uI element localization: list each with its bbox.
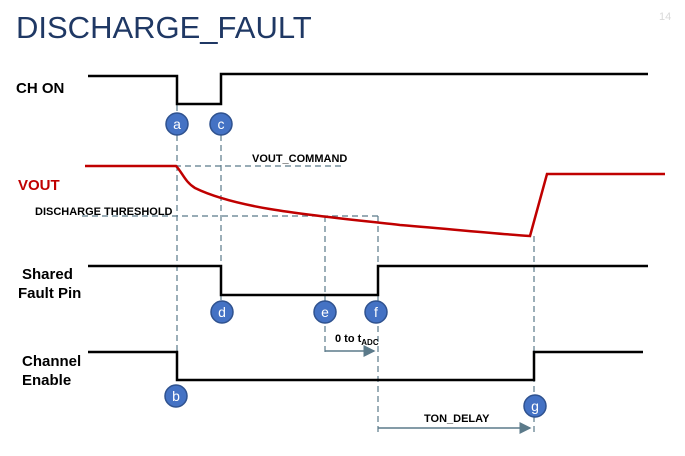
shared-fault-waveform (88, 264, 648, 297)
svg-text:d: d (218, 304, 226, 320)
page-title: DISCHARGE_FAULT (16, 10, 312, 45)
marker-e: e (313, 300, 337, 324)
ch-on-label: CH ON (16, 80, 64, 97)
discharge-threshold-label: DISCHARGE THRESHOLD (35, 206, 173, 218)
vout-command-label: VOUT_COMMAND (252, 153, 347, 165)
shared-fault-label-line2: Fault Pin (18, 285, 81, 302)
marker-b: b (164, 384, 188, 408)
channel-enable-waveform (88, 350, 643, 382)
svg-text:b: b (172, 388, 180, 404)
ton-delay-label: TON_DELAY (424, 413, 490, 425)
vout-label: VOUT (18, 177, 60, 194)
tadc-label: 0 to tADC (335, 333, 379, 347)
svg-text:a: a (173, 116, 181, 132)
tadc-label-sub: ADC (361, 338, 379, 347)
marker-a: a (165, 112, 189, 136)
marker-f: f (364, 300, 388, 324)
svg-text:c: c (218, 116, 225, 132)
svg-text:e: e (321, 304, 329, 320)
shared-fault-label-line1: Shared (22, 266, 73, 283)
page-number: 14 (659, 11, 671, 23)
marker-c: c (209, 112, 233, 136)
channel-enable-label-line2: Enable (22, 372, 71, 389)
channel-enable-label-line1: Channel (22, 353, 81, 370)
svg-text:f: f (374, 304, 378, 320)
tadc-label-prefix: 0 to t (335, 333, 362, 345)
marker-d: d (210, 300, 234, 324)
svg-text:g: g (531, 398, 539, 414)
ch-on-waveform (88, 72, 648, 106)
marker-g: g (523, 394, 547, 418)
vout-waveform (85, 164, 665, 238)
